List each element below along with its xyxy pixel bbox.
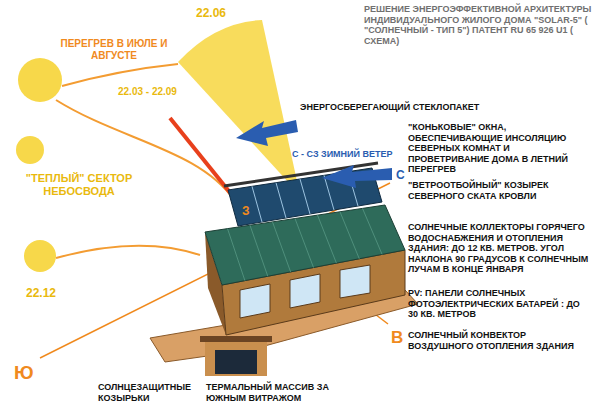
callout-text: СОЛНЕЧНЫЙ КОНВЕКТОР ВОЗДУШНОГО ОТОПЛЕНИЯ… [408,330,592,351]
compass-label: З [242,204,250,218]
sector-label: "ТЕПЛЫЙ" СЕКТОР НЕБОСВОДА [4,172,154,198]
compass-label: Ю [14,362,34,384]
sun-visor [200,336,272,342]
sun-path [56,246,200,258]
wind-arrow [322,165,392,188]
callout-text: "ВЕТРООТБОЙНЫЙ" КОЗЫРЕК СЕВЕРНОГО СКАТА … [408,180,592,201]
callout-text: СОЛНЦЕЗАЩИТНЫЕ КОЗЫРЬКИ [98,382,202,403]
callout-text: СОЛНЕЧНЫЕ КОЛЛЕКТОРЫ ГОРЯЧЕГО ВОДОСНАБЖЕ… [408,222,592,275]
window [290,274,320,308]
sun-beam [170,118,236,200]
compass-label: С [396,168,405,182]
sun [16,136,44,164]
callout-text: PV: ПАНЕЛИ СОЛНЕЧНЫХ ФОТОЭЛЕКТРИЧЕСКИХ Б… [408,288,592,320]
window [340,265,370,298]
callout-text: ТЕРМАЛЬНЫЙ МАССИВ ЗА ЮЖНЫМ ВИТРАЖОМ [206,382,356,403]
compass-label: В [391,328,403,348]
callout-text: ЭНЕРГОСБЕРЕГАЮЩИЙ СТЕКЛОПАКЕТ [300,102,570,113]
date-label: 22.06 [196,6,226,20]
window [240,284,270,318]
note-label: ПЕРЕГРЕВ В ИЮЛЕ И АВГУСТЕ [55,38,173,61]
wind-arrow [236,120,298,146]
summer-sector [178,20,300,195]
date-label: 22.03 - 22.09 [118,86,177,98]
wind-label: С - СЗ ЗИМНИЙ ВЕТЕР [292,149,393,160]
callout-text: "КОНЬКОВЫЕ" ОКНА, ОБЕСПЕЧИВАЮЩИЕ ИНСОЛЯЦ… [408,122,592,175]
sun [24,240,56,272]
date-label: 22.12 [26,286,56,300]
thermal-mass [205,340,267,376]
south-glazing [215,350,257,374]
sun [18,58,62,102]
diagram-title: РЕШЕНИЕ ЭНЕРГОЭФФЕКТИВНОЙ АРХИТЕКТУРЫ ИН… [364,4,592,46]
sun-path [62,64,178,86]
